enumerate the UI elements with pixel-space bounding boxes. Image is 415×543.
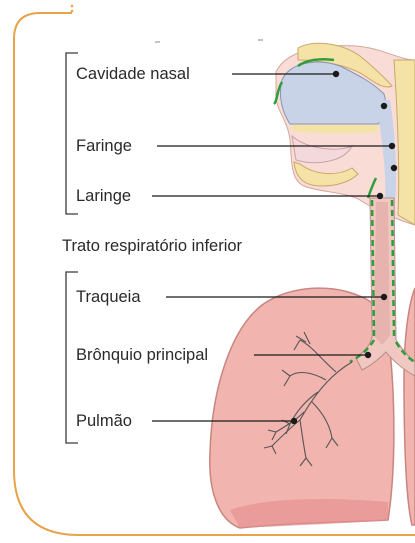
label-cavidade-nasal: Cavidade nasal [74,66,192,83]
leader-dot-cavidade-nasal [333,71,339,77]
leader-dot-traqueia [381,294,387,300]
label-traqueia: Traqueia [74,289,143,306]
leader-dot-bronquio [365,352,371,358]
label-pulmao: Pulmão [74,413,134,430]
left-lung [404,288,415,525]
trachea-lumen [374,202,390,345]
right-lung [210,288,394,528]
section-heading: Trato respiratório inferior [60,238,244,255]
label-laringe: Laringe [74,188,133,205]
leader-dot-pulmao [291,418,297,424]
leader-dot-pharynx-mid [391,165,397,171]
frame-dot [71,10,74,13]
palate [292,125,378,133]
leader-dot-faringe [389,143,395,149]
leader-dot-pharynx-top [381,103,387,109]
label-bronquio-principal: Brônquio principal [74,347,210,364]
leader-dot-laringe [377,193,383,199]
label-faringe: Faringe [74,138,134,155]
frame-dot [71,5,74,8]
